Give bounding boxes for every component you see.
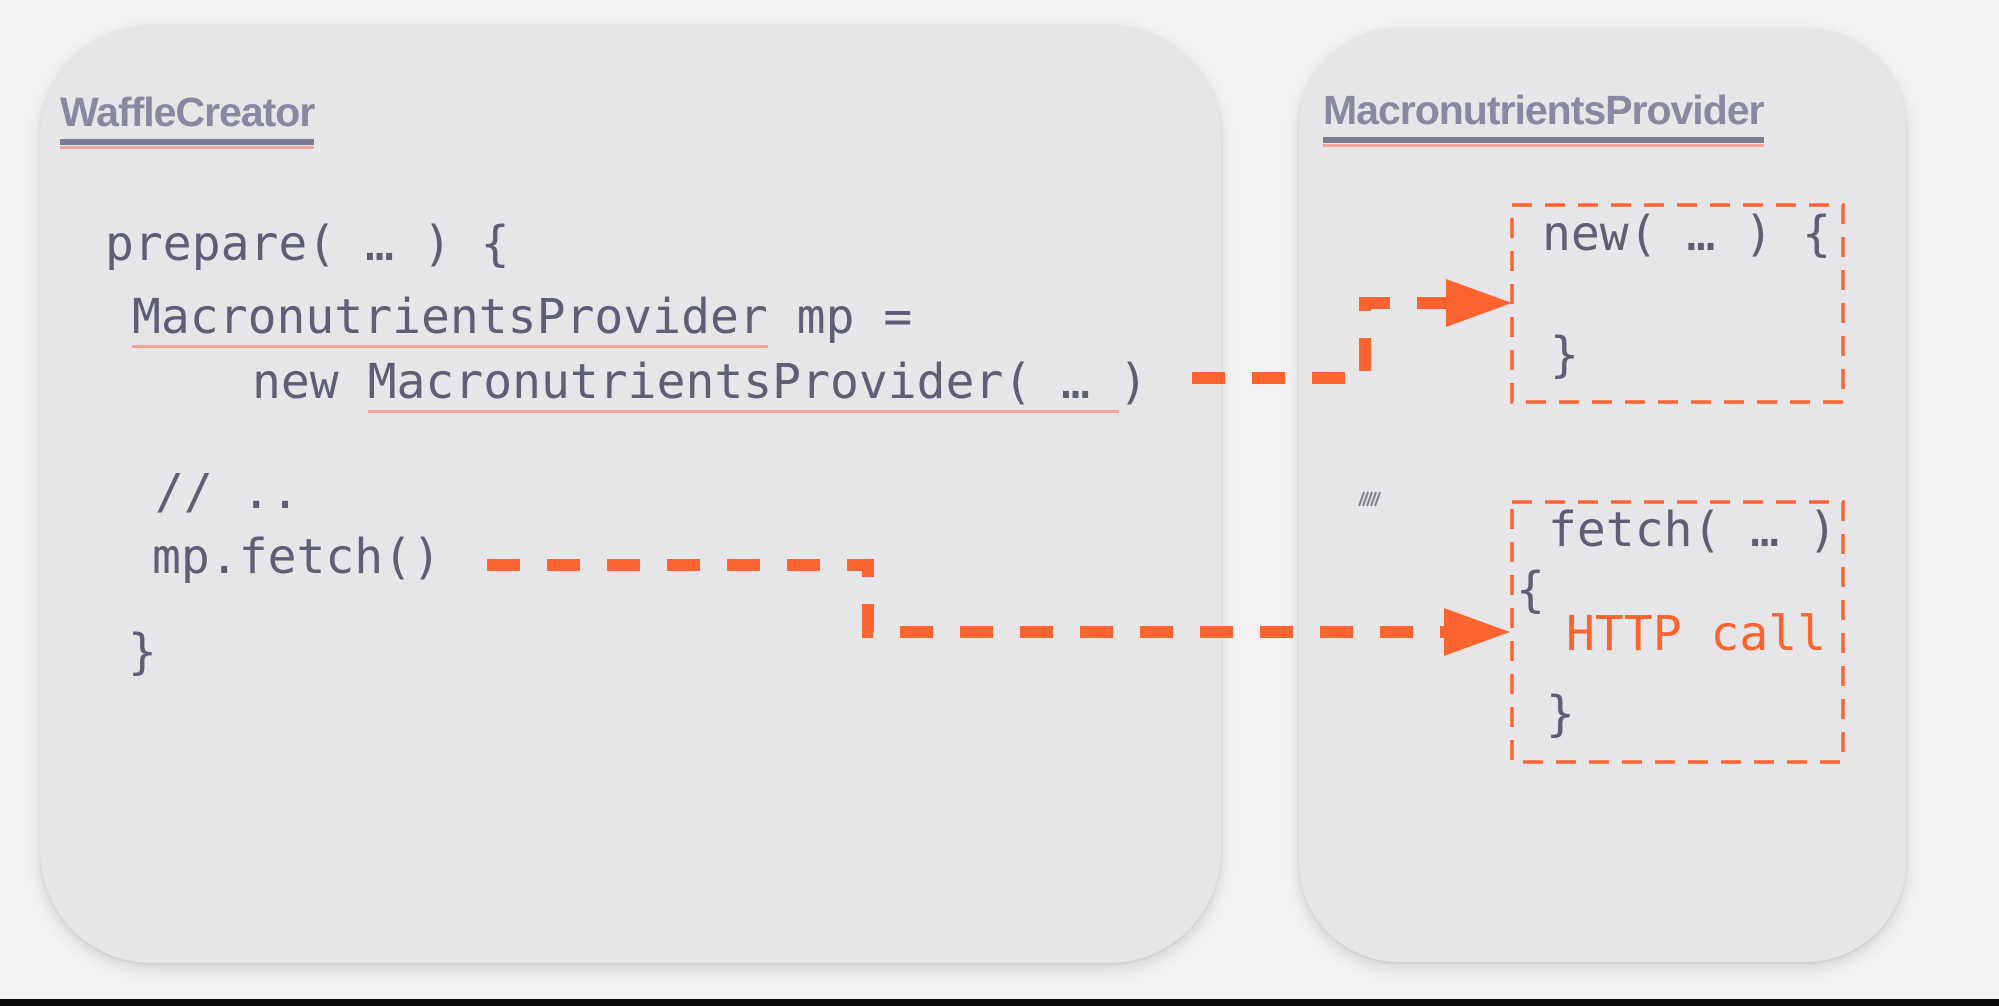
bottom-bar bbox=[0, 999, 1999, 1006]
code-line-declaration: MacronutrientsProvider mp = bbox=[132, 289, 913, 348]
macronutrientsprovider-card bbox=[1299, 28, 1906, 962]
type-reference: MacronutrientsProvider bbox=[132, 289, 768, 348]
code-line-new-call: new MacronutrientsProvider( … ) bbox=[252, 354, 1148, 413]
code-line-prepare: prepare( … ) { bbox=[105, 216, 510, 272]
macronutrientsprovider-title: MacronutrientsProvider bbox=[1323, 86, 1764, 147]
fetch-method-open-brace: { bbox=[1516, 562, 1545, 618]
wafflecreator-card bbox=[40, 25, 1221, 963]
new-method-signature: new( … ) { bbox=[1542, 206, 1831, 262]
code-line-fetch-call: mp.fetch() bbox=[152, 529, 441, 585]
fetch-method-signature: fetch( … ) bbox=[1548, 502, 1837, 558]
code-line-close-brace: } bbox=[128, 624, 157, 680]
declaration-rest: mp = bbox=[767, 289, 913, 345]
code-line-comment: // .. bbox=[155, 464, 300, 520]
http-call-label: HTTP call bbox=[1566, 606, 1827, 662]
fetch-method-close-brace: } bbox=[1546, 686, 1575, 742]
new-method-close-brace: } bbox=[1550, 327, 1579, 383]
new-call-close-paren: ) bbox=[1118, 354, 1148, 410]
new-keyword: new bbox=[252, 354, 368, 410]
constructor-reference: MacronutrientsProvider( … bbox=[367, 354, 1119, 413]
wafflecreator-title: WaffleCreator bbox=[60, 88, 315, 149]
